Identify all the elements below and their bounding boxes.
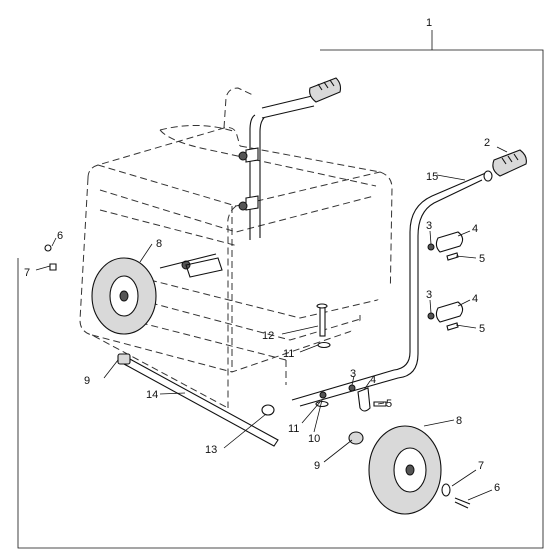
label-part-6-right: 6 — [494, 482, 500, 494]
handle-grip — [492, 149, 527, 177]
label-part-1: 1 — [426, 17, 432, 29]
bolt-and-washers — [315, 303, 331, 408]
assembly-bracket — [17, 30, 544, 549]
label-part-5-upper: 5 — [479, 253, 485, 265]
handle-clamp-middle — [427, 301, 464, 331]
label-part-11-lower: 11 — [288, 423, 299, 435]
label-part-14: 14 — [146, 389, 158, 401]
label-part-5-lower: 5 — [386, 398, 392, 410]
label-part-4-upper: 4 — [472, 223, 478, 235]
label-part-9-left: 9 — [84, 375, 90, 387]
label-part-3-upper: 3 — [426, 220, 432, 232]
label-part-3-lower: 3 — [350, 368, 356, 380]
frame-handle-posts — [159, 95, 315, 278]
handle-tube — [291, 170, 493, 407]
generator-frame-outline — [79, 87, 393, 409]
label-part-8-right: 8 — [456, 415, 462, 427]
handle-clamp-lower — [348, 384, 387, 412]
label-part-3-middle: 3 — [426, 289, 432, 301]
upper-handle-grip — [309, 77, 342, 103]
wheel-axle — [117, 353, 279, 447]
label-part-11-upper: 11 — [283, 348, 294, 360]
label-part-4-lower: 4 — [370, 374, 376, 386]
label-part-8-left: 8 — [156, 238, 162, 250]
label-part-4-middle: 4 — [472, 293, 478, 305]
label-part-13: 13 — [205, 444, 217, 456]
label-part-2: 2 — [484, 137, 490, 149]
label-part-12: 12 — [262, 330, 274, 342]
label-part-15: 15 — [426, 171, 438, 183]
label-part-7-left: 7 — [24, 267, 30, 279]
handle-clamp-upper — [427, 231, 464, 261]
label-part-6-left: 6 — [57, 230, 63, 242]
wheel-right — [348, 425, 471, 515]
part-labels: 1 2 15 3 4 5 3 4 5 3 4 5 12 11 11 10 14 … — [24, 17, 500, 494]
label-part-5-middle: 5 — [479, 323, 485, 335]
label-part-9-right: 9 — [314, 460, 320, 472]
label-part-7-right: 7 — [478, 460, 484, 472]
wheel-left — [44, 244, 157, 335]
label-part-10: 10 — [308, 433, 320, 445]
leader-lines — [35, 146, 508, 501]
